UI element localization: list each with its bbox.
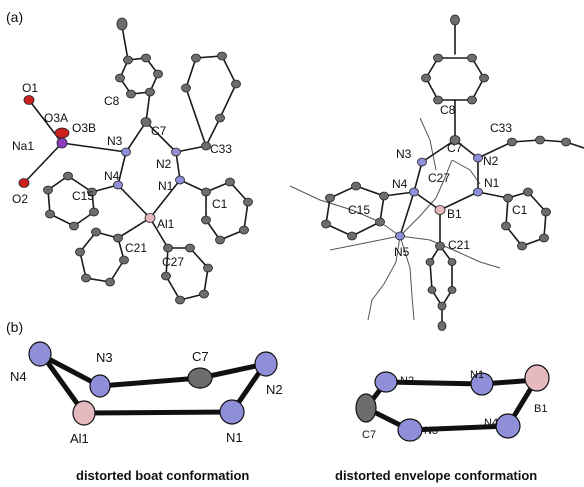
boat-label-C7: C7 [192, 349, 209, 364]
label-N3: N3 [107, 134, 123, 148]
label-r-N5: N5 [394, 245, 410, 259]
left-atoms [18, 17, 253, 305]
label-C21: C21 [125, 241, 147, 255]
caption-boat: distorted boat conformation [76, 468, 249, 483]
env-label-N3: N3 [424, 425, 438, 437]
label-r-N1: N1 [484, 176, 500, 190]
label-N2: N2 [156, 157, 172, 171]
env-label-B1: B1 [534, 403, 547, 415]
boat-label-N4: N4 [10, 369, 27, 384]
label-r-C27: C27 [428, 171, 450, 185]
label-r-C8: C8 [440, 103, 456, 117]
env-label-N2: N2 [400, 375, 414, 387]
label-C33: C33 [210, 142, 232, 156]
label-C27: C27 [162, 255, 184, 269]
env-label-C7: C7 [362, 429, 376, 441]
label-r-N4: N4 [392, 177, 408, 191]
label-C15: C15 [72, 189, 94, 203]
left-bonds [23, 25, 249, 301]
label-C8: C8 [104, 94, 120, 108]
label-O2: O2 [12, 192, 28, 206]
label-r-C15: C15 [348, 203, 370, 217]
label-r-C21: C21 [448, 238, 470, 252]
label-Al1: Al1 [157, 217, 175, 231]
label-Na1: Na1 [12, 139, 34, 153]
label-N1: N1 [158, 179, 174, 193]
right-atoms [321, 14, 571, 331]
label-O3A: O3A [44, 111, 68, 125]
boat-label-N1: N1 [226, 430, 243, 445]
label-r-B1: B1 [447, 207, 462, 221]
label-O1: O1 [22, 81, 38, 95]
left-ortep-structure: O1 O3A O3B Na1 O2 C8 N3 C7 N2 C33 N4 N1 … [12, 17, 253, 305]
boat-label-N2: N2 [266, 382, 283, 397]
right-ortep-structure: C8 C7 C33 N3 N2 N4 C27 N1 C15 B1 C1 C21 … [289, 14, 584, 331]
panel-a-label: (a) [6, 9, 23, 25]
boat-label-N3: N3 [96, 350, 113, 365]
label-r-C1: C1 [512, 203, 528, 217]
label-N4: N4 [104, 169, 120, 183]
boat-label-Al1: Al1 [70, 431, 89, 446]
right-bonds [325, 21, 584, 327]
right-atom-labels: C8 C7 C33 N3 N2 N4 C27 N1 C15 B1 C1 C21 … [348, 103, 528, 259]
left-atom-labels: O1 O3A O3B Na1 O2 C8 N3 C7 N2 C33 N4 N1 … [12, 81, 232, 269]
boat-conformation: N4 N3 C7 N2 Al1 N1 [10, 341, 283, 446]
label-C1: C1 [212, 197, 228, 211]
label-r-C7: C7 [447, 141, 463, 155]
envelope-conformation: N2 N1 B1 C7 N3 N4 [355, 364, 550, 442]
label-r-N2: N2 [483, 154, 499, 168]
env-label-N4: N4 [484, 417, 498, 429]
label-r-C33: C33 [490, 121, 512, 135]
env-label-N1: N1 [470, 369, 484, 381]
caption-envelope: distorted envelope conformation [335, 468, 537, 483]
panel-b-label: (b) [6, 319, 23, 335]
label-O3B: O3B [72, 121, 96, 135]
label-C7: C7 [151, 124, 167, 138]
label-r-N3: N3 [396, 147, 412, 161]
right-wireframe [289, 117, 501, 321]
